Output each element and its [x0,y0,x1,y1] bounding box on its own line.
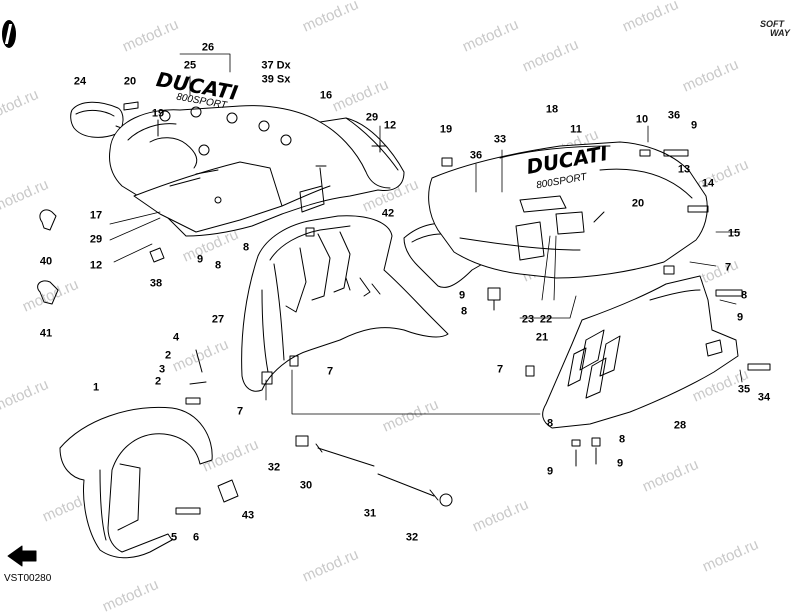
publisher-logo [2,20,16,48]
front-mudguard-part [59,406,213,559]
callout-c31: 31 [363,507,377,520]
callout-c36b: 36 [469,149,483,162]
callout-c24: 24 [73,75,87,88]
callout-c33: 33 [493,133,507,146]
callout-c2a: 2 [164,349,172,362]
callout-c36a: 36 [667,109,681,122]
callout-c7d: 7 [236,405,244,418]
circlip-40 [39,209,57,231]
callout-c40: 40 [39,255,53,268]
brand-line1: SOFT [760,19,784,29]
callout-c34: 34 [757,391,771,404]
callout-c3: 3 [158,363,166,376]
callout-c30: 30 [299,479,313,492]
callout-c32a: 32 [267,461,281,474]
callout-c8b: 8 [214,259,222,272]
callout-c22: 22 [539,313,553,326]
callout-c26: 26 [201,41,215,54]
brand-mark: SOFT WAY [760,20,790,38]
callout-c9f: 9 [616,457,624,470]
parts-line-art [7,53,771,567]
callout-c15: 15 [727,227,741,240]
callout-c27: 27 [211,313,225,326]
callout-c43: 43 [241,509,255,522]
callout-c25: 25 [183,59,197,72]
callout-c8c: 8 [460,305,468,318]
callout-c5: 5 [170,531,178,544]
fwd-arrow-icon [7,545,37,567]
callout-c16: 16 [319,89,333,102]
callout-c38: 38 [149,277,163,290]
callout-c29a: 29 [365,111,379,124]
callout-c7a: 7 [724,261,732,274]
upper-fairing-part [109,105,405,237]
callout-c17: 17 [89,209,103,222]
callout-c41: 41 [39,327,53,340]
callout-c20b: 20 [631,197,645,210]
callout-c12b: 12 [89,259,103,272]
callout-c9c: 9 [458,289,466,302]
callout-c4: 4 [172,331,180,344]
callout-c9d: 9 [736,311,744,324]
brand-line2: WAY [770,28,790,38]
circlip-41 [37,280,59,305]
callout-c39: 39 Sx [261,73,291,86]
callout-c1: 1 [92,381,100,394]
callout-c20a: 20 [123,75,137,88]
callout-c6: 6 [192,531,200,544]
lower-fairing-part [542,275,739,429]
callout-c7b: 7 [326,365,334,378]
callout-c37: 37 Dx [261,59,291,72]
callout-c12a: 12 [383,119,397,132]
callout-c8a: 8 [242,241,250,254]
right-fairing-part [428,141,708,279]
callout-c10: 10 [635,113,649,126]
callout-c13: 13 [677,163,691,176]
callout-c9a: 9 [690,119,698,132]
fasteners [123,101,771,515]
callout-c2b: 2 [154,375,162,388]
callout-c19b: 19 [439,123,453,136]
callout-c28: 28 [673,419,687,432]
callout-c9e: 9 [546,465,554,478]
callout-c23: 23 [521,313,535,326]
callout-c14: 14 [701,177,715,190]
callout-c9b: 9 [196,253,204,266]
callout-c8f: 8 [618,433,626,446]
callout-c19a: 19 [151,107,165,120]
callout-c8d: 8 [740,289,748,302]
callout-c21: 21 [535,331,549,344]
side-panel-part [241,215,449,392]
callout-c18: 18 [545,103,559,116]
callout-c11: 11 [570,123,582,136]
spacer-38 [149,247,165,263]
callout-c29b: 29 [89,233,103,246]
drawing-code: VST00280 [4,573,52,584]
callout-c42: 42 [381,207,395,220]
callout-c7c: 7 [496,363,504,376]
leader-lines [109,53,743,415]
callout-c8e: 8 [546,417,554,430]
callout-c32b: 32 [405,531,419,544]
callout-c35: 35 [737,383,751,396]
